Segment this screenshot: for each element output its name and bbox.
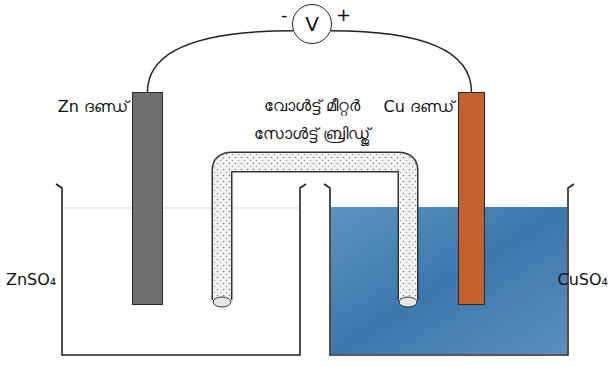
solution-label: CuSO₄ [558,270,608,289]
voltmeter-symbol: V [305,14,319,34]
copper-rod: Cu ദണ്ഡ് [458,92,485,305]
polarity-sign: + [336,4,351,26]
electrode-label: Zn ദണ്ഡ് [58,97,128,116]
zinc-sulfate-surface [63,208,299,209]
cotton-plug [399,297,417,307]
left-beaker [56,184,306,355]
right-beaker [324,184,574,355]
polarity-sign: - [281,4,288,26]
salt-bridge-filling [222,162,408,301]
copper-sulfate-solution [331,207,567,354]
part-name: വോൾട്ട് മീറ്റർ [264,96,360,115]
zinc-rod: Zn ദണ്ഡ് [132,92,163,305]
wire [148,31,294,92]
electrode-label: Cu ദണ്ഡ് [384,97,454,116]
wire [331,31,472,92]
cotton-plug [213,297,231,307]
salt-bridge-outline [222,162,408,300]
part-name: സോൾട്ട് ബ്രിഡ്ജ് [254,124,370,143]
voltmeter-circle: V [292,4,332,44]
solution-label: ZnSO₄ [6,270,56,289]
